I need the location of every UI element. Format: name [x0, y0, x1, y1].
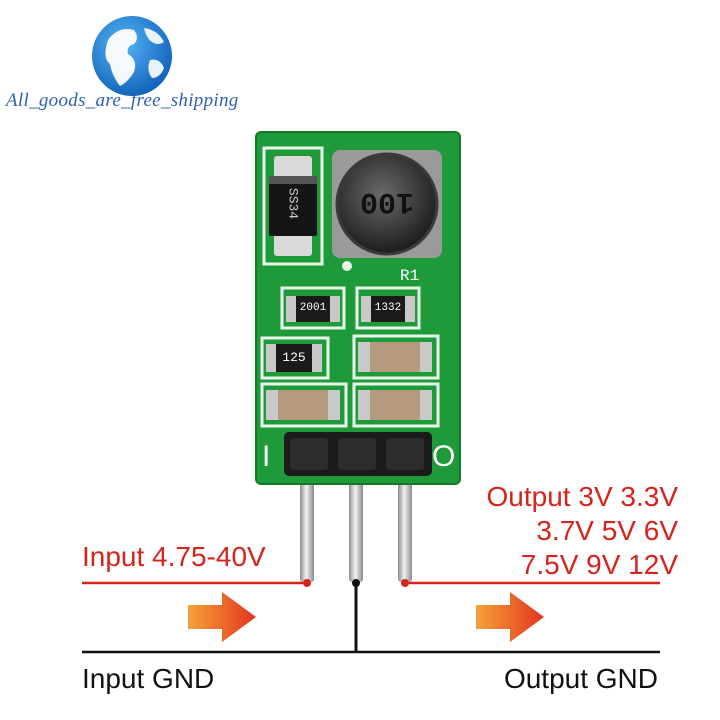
- globe-icon: [92, 16, 172, 96]
- header-pins: [300, 470, 412, 587]
- output-gnd-label: Output GND: [503, 663, 658, 694]
- resistor-marking-3: 125: [282, 350, 306, 365]
- capacitors: [266, 342, 432, 420]
- watermark-text: All_goods_are_free_shipping: [6, 90, 239, 111]
- output-line-3: 7.5V 9V 12V: [520, 549, 678, 580]
- output-arrow-icon: [476, 592, 544, 642]
- output-voltage-label: Output 3V 3.3V 3.7V 5V 6V 7.5V 9V 12V: [487, 480, 678, 582]
- resistor-marking-2: 1332: [374, 302, 402, 314]
- pin-label-output: O: [432, 440, 456, 473]
- wiring: [82, 581, 660, 654]
- resistors: [266, 296, 415, 372]
- input-gnd-label: Input GND: [82, 663, 215, 694]
- diode-marking: SS34: [285, 187, 301, 220]
- inductor-marking: 100: [360, 184, 415, 218]
- output-line-2: 3.7V 5V 6V: [536, 515, 678, 546]
- ref-designator-r1: R1: [400, 267, 420, 285]
- input-arrow-icon: [188, 592, 256, 642]
- inductor-component: [332, 150, 442, 258]
- output-line-1: Output 3V 3.3V: [486, 481, 678, 512]
- input-voltage-label: Input 4.75-40V: [82, 541, 266, 572]
- diode-component: [269, 156, 317, 256]
- pin-label-input: I: [262, 440, 271, 473]
- resistor-marking-1: 2001: [299, 302, 327, 314]
